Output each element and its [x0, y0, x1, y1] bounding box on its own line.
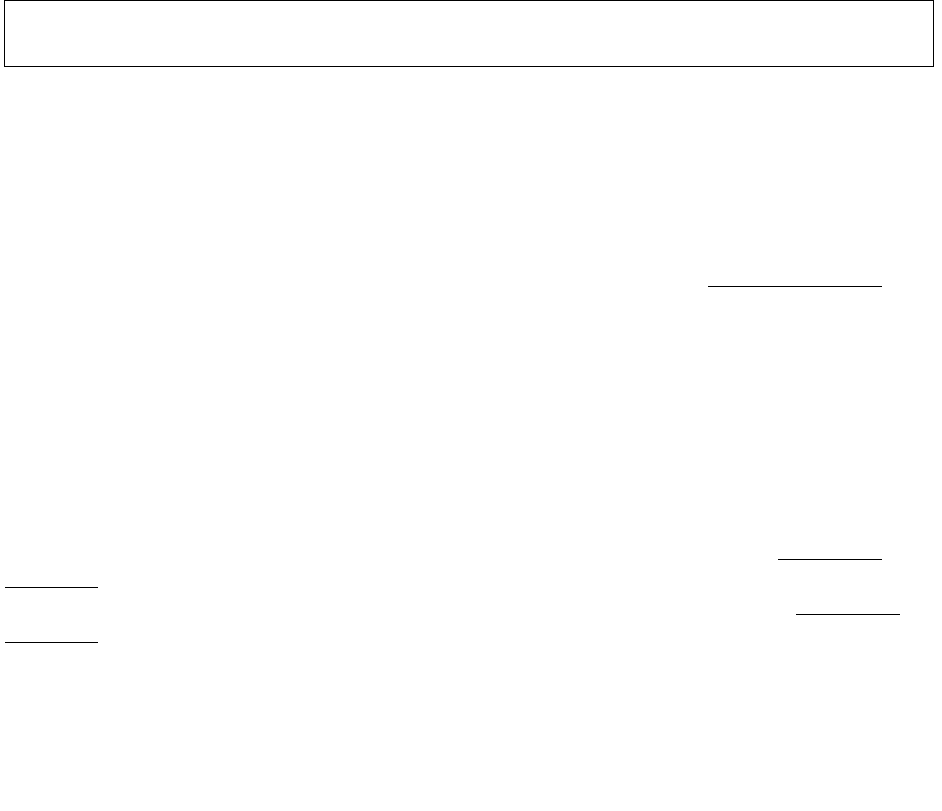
fill-in-blank-line[interactable]	[778, 559, 882, 560]
fill-in-blank-line[interactable]	[708, 286, 882, 287]
header-box	[4, 0, 934, 67]
fill-in-blank-line[interactable]	[5, 642, 98, 643]
fill-in-blank-line[interactable]	[5, 587, 98, 588]
fill-in-blank-line[interactable]	[796, 614, 900, 615]
